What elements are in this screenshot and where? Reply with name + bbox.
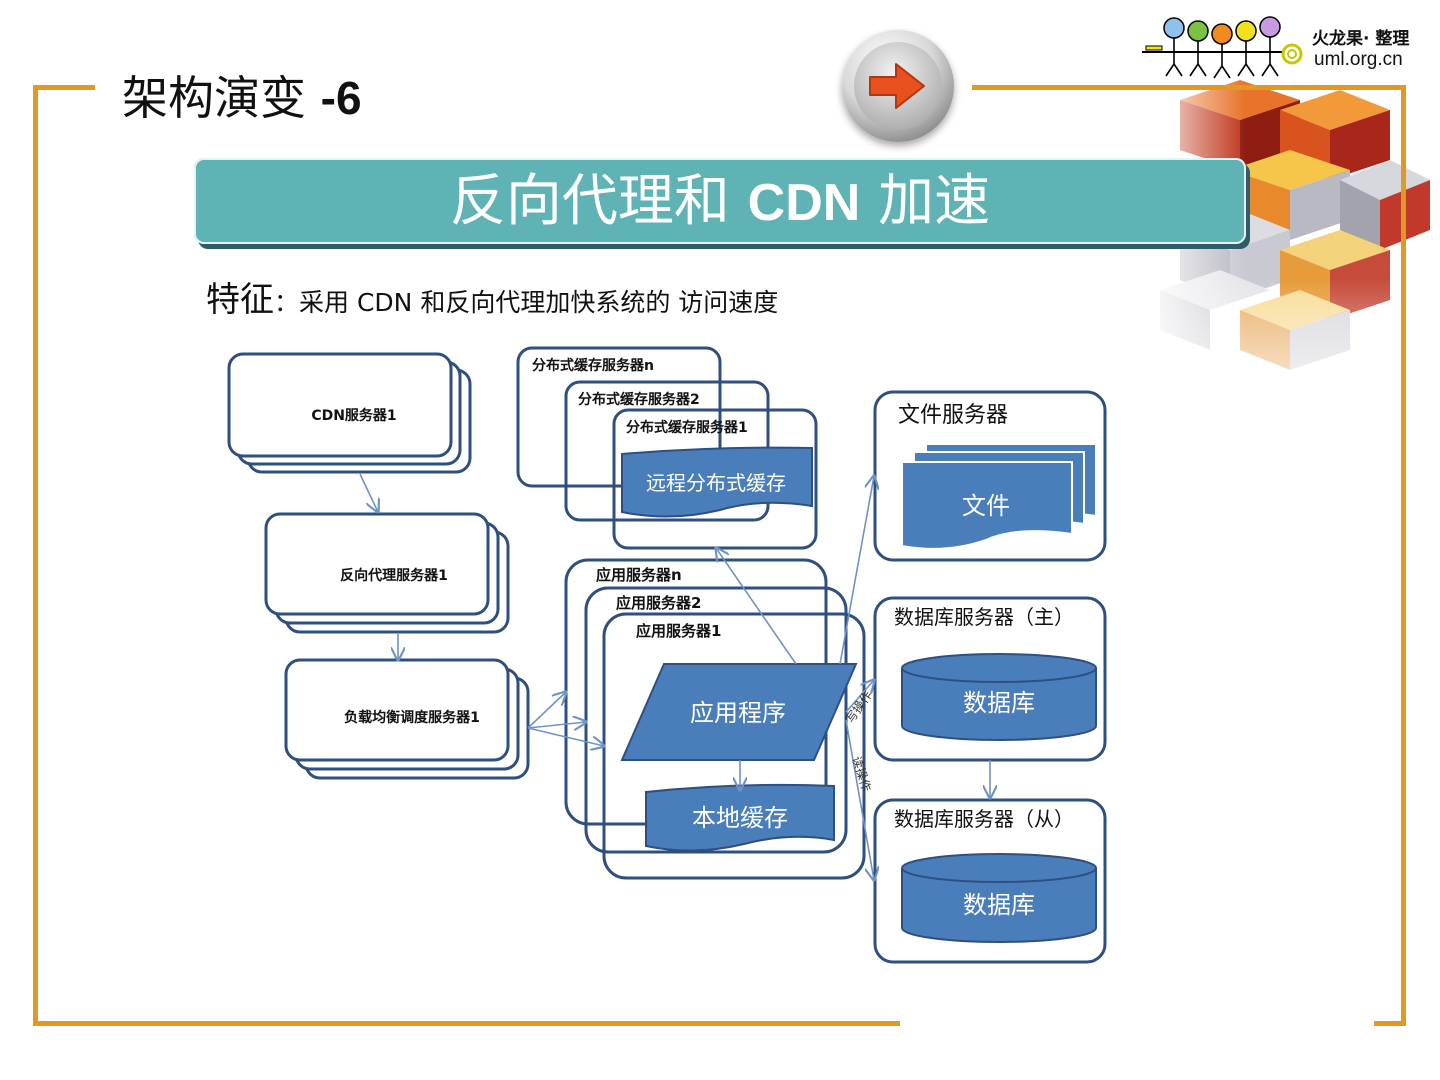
- banner-title: 反向代理和 CDN 加速: [194, 172, 1246, 233]
- connector-arrows: [359, 473, 990, 880]
- load-balancer-label: 负载均衡调度服务器1: [344, 709, 480, 726]
- arrow-right-icon: [869, 63, 925, 109]
- decorative-cubes: [1140, 80, 1440, 440]
- db-slave-cylinder: [901, 853, 1097, 943]
- app-server-1-label: 应用服务器1: [636, 622, 721, 640]
- next-slide-button[interactable]: [842, 30, 954, 142]
- logo-text-brand: 火龙果· 整理: [1312, 29, 1410, 49]
- slide-title: 架构演变 -6: [122, 62, 362, 128]
- feature-colon: ：: [274, 288, 300, 317]
- cdn-server-stack: [227, 352, 472, 474]
- cache-server-2-label: 分布式缓存服务器2: [578, 391, 700, 408]
- frame-bottom-right: [1374, 1021, 1406, 1026]
- app-program-shape: [620, 663, 858, 761]
- read-op-label: 读操作: [849, 754, 874, 793]
- logo-text-url: uml.org.cn: [1314, 49, 1403, 70]
- frame-top-left: [33, 85, 95, 90]
- feature-label: 特征: [206, 280, 274, 320]
- file-stack-icon: [901, 443, 1097, 550]
- remote-cache-shape: [621, 446, 813, 518]
- app-server-n-label: 应用服务器n: [596, 566, 682, 584]
- db-master-cylinder: [901, 653, 1097, 741]
- file-label: 文件: [962, 492, 1010, 520]
- local-cache-shape: [645, 783, 835, 852]
- reverse-proxy-label: 反向代理服务器1: [340, 567, 448, 584]
- reverse-proxy-stack: [264, 512, 510, 634]
- feature-line: 特征：采用 CDN 和反向代理加快系统的 访问速度: [206, 272, 778, 321]
- section-banner: 反向代理和 CDN 加速: [194, 158, 1246, 244]
- db-slave-database-label: 数据库: [963, 891, 1035, 919]
- cdn-server-label: CDN服务器1: [311, 407, 396, 424]
- app-server-2-label: 应用服务器2: [616, 594, 701, 612]
- frame-top-right: [972, 85, 1406, 90]
- cache-server-n-label: 分布式缓存服务器n: [532, 357, 654, 374]
- db-master-database-label: 数据库: [963, 689, 1035, 717]
- feature-text: 采用 CDN 和反向代理加快系统的 访问速度: [299, 288, 779, 317]
- frame-left: [33, 85, 38, 1026]
- arrow-app-to-db-slave: [845, 719, 874, 880]
- arrow-app-to-file: [839, 476, 874, 665]
- arrow-app-to-db-master: [845, 680, 874, 713]
- banner-part2: 加速: [878, 169, 991, 234]
- banner-cdn: CDN: [747, 174, 861, 232]
- arrow-lb-to-app-2: [527, 722, 586, 728]
- arrow-lb-to-app-1: [527, 727, 604, 746]
- cache-server-1-label: 分布式缓存服务器1: [626, 419, 748, 436]
- slide-title-suffix: -6: [320, 72, 362, 124]
- file-server-label: 文件服务器: [898, 403, 1008, 428]
- load-balancer-stack: [284, 658, 530, 780]
- slide-title-main: 架构演变: [122, 71, 306, 125]
- logo-figures-icon: [1142, 16, 1303, 79]
- banner-part1: 反向代理和: [449, 169, 730, 234]
- local-cache-label: 本地缓存: [692, 804, 788, 832]
- arrow-cdn-to-proxy: [359, 473, 378, 512]
- db-slave-label: 数据库服务器（从）: [894, 807, 1074, 831]
- frame-right: [1401, 85, 1406, 1026]
- db-master-label: 数据库服务器（主）: [894, 605, 1074, 629]
- remote-cache-label: 远程分布式缓存: [646, 471, 786, 495]
- arrow-app-to-cache: [716, 548, 797, 665]
- app-program-label: 应用程序: [690, 699, 786, 727]
- arrow-lb-to-app-n: [527, 692, 566, 729]
- frame-bottom-left: [33, 1021, 900, 1026]
